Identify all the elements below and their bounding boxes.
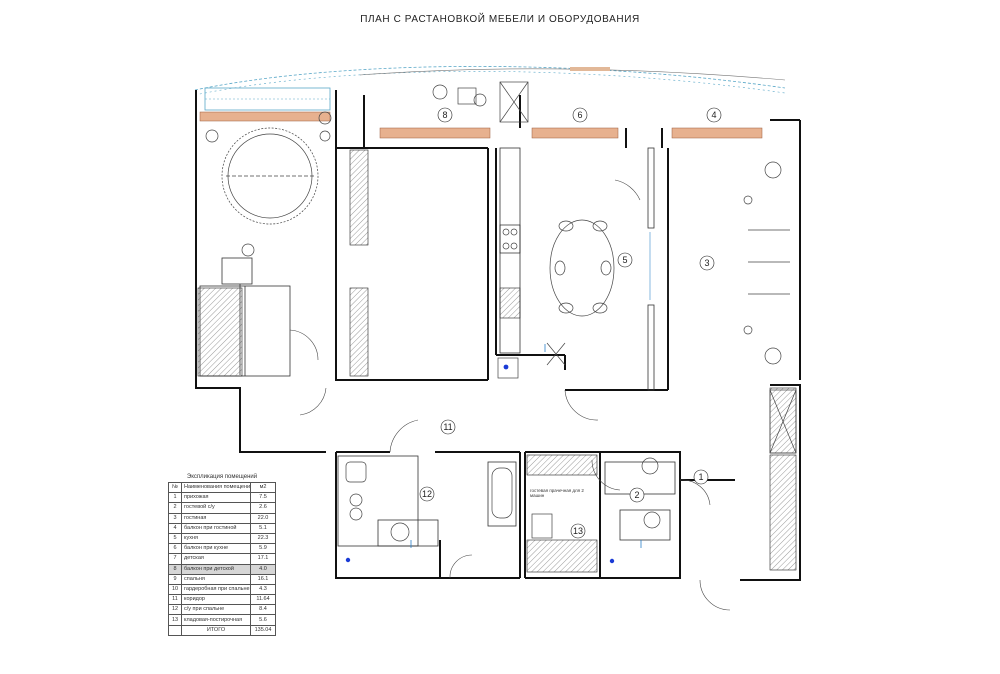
row-area: 2.6 xyxy=(250,502,276,514)
row-name: прихожая xyxy=(181,492,251,504)
row-area: 22.3 xyxy=(250,532,276,545)
row-num: 1 xyxy=(168,492,182,504)
row-num: 6 xyxy=(168,543,182,555)
room-label-1: 1 xyxy=(698,472,703,482)
pipe-risers xyxy=(410,232,651,548)
row-area: 17.1 xyxy=(250,553,276,565)
header-name: Наименования помещений xyxy=(181,481,251,494)
wardrobes xyxy=(197,149,797,573)
row-num: 13 xyxy=(168,614,182,626)
row-area: 22.0 xyxy=(250,512,276,524)
facade-glazing xyxy=(194,66,786,111)
balcony-doors xyxy=(199,111,763,139)
row-area: 5.1 xyxy=(250,522,276,534)
row-area: 5.6 xyxy=(250,614,276,626)
row-num: 9 xyxy=(168,573,182,585)
row-num: 4 xyxy=(168,522,182,534)
header-area: м2 xyxy=(250,481,276,494)
row-name: балкон при детской xyxy=(181,563,251,575)
room-label-11: 11 xyxy=(443,422,452,432)
schedule-caption: Экспликация помещений xyxy=(186,474,258,480)
row-name: гардеробная при спальне xyxy=(181,583,251,596)
total-num xyxy=(168,624,182,636)
row-num: 3 xyxy=(168,512,182,524)
room-numbers: 1 2 3 4 5 6 8 11 12 13 xyxy=(419,107,722,539)
room-schedule: Экспликация помещений № Наименования пом… xyxy=(168,472,276,636)
row-area: 11.64 xyxy=(250,594,276,606)
row-area: 5.9 xyxy=(250,543,276,555)
room-label-4: 4 xyxy=(711,110,716,120)
schedule-header: № Наименования помещений м2 xyxy=(168,481,276,494)
row-num: 10 xyxy=(168,583,182,596)
total-area: 135.04 xyxy=(250,624,276,636)
row-name: с/у при спальне xyxy=(181,604,251,616)
laundry-note: гостевая прачечная для 2 машин xyxy=(530,488,584,498)
walls xyxy=(195,90,801,581)
row-area: 4.0 xyxy=(250,563,276,575)
row-area: 4.3 xyxy=(250,583,276,596)
laundry-note-box: гостевая прачечная для 2 машин xyxy=(530,488,584,498)
room-label-3: 3 xyxy=(704,258,709,268)
header-num: № xyxy=(168,481,182,494)
sheet-title: ПЛАН С РАСТАНОВКОЙ МЕБЕЛИ И ОБОРУДОВАНИЯ xyxy=(360,14,640,25)
row-area: 16.1 xyxy=(250,573,276,585)
total-label: ИТОГО xyxy=(181,624,251,636)
row-name: спальня xyxy=(181,573,251,585)
row-num: 8 xyxy=(168,563,182,575)
room-label-8: 8 xyxy=(442,110,447,120)
row-name: коридор xyxy=(181,594,251,606)
row-area: 7.5 xyxy=(250,492,276,504)
row-name: гостевой с/у xyxy=(181,502,251,514)
room-label-12: 12 xyxy=(422,489,432,499)
room-label-5: 5 xyxy=(622,255,627,265)
row-num: 12 xyxy=(168,604,182,616)
room-label-13: 13 xyxy=(573,526,583,536)
room-label-6: 6 xyxy=(577,110,582,120)
row-area: 8.4 xyxy=(250,604,276,616)
row-name: балкон при гостиной xyxy=(181,522,251,534)
row-name: балкон при кухне xyxy=(181,543,251,555)
room-label-2: 2 xyxy=(634,490,639,500)
row-name: детская xyxy=(181,553,251,565)
row-num: 7 xyxy=(168,553,182,565)
row-num: 2 xyxy=(168,502,182,514)
door-swings xyxy=(289,179,731,611)
row-name: гостиная xyxy=(181,512,251,524)
fixtures xyxy=(345,364,615,564)
row-name: кладовая-постирочная xyxy=(181,614,251,626)
row-num: 11 xyxy=(168,594,182,606)
row-name: кухня xyxy=(181,532,251,545)
schedule-total: ИТОГО 135.04 xyxy=(168,624,276,636)
furniture xyxy=(205,81,797,542)
row-num: 5 xyxy=(168,532,182,545)
